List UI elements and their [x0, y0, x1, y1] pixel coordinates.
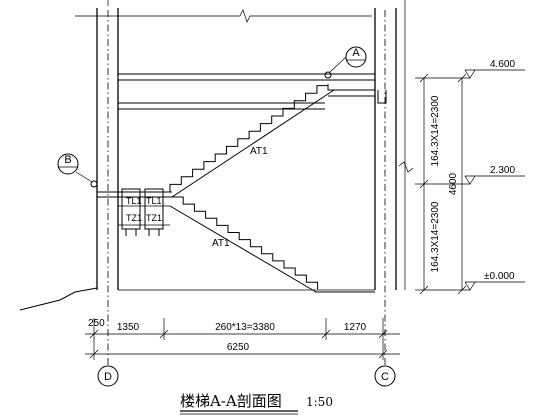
- detail-mark-label: B: [64, 154, 71, 166]
- axis-bubbles: D C: [97, 365, 396, 387]
- dim-lower-flight: 164.3X14=2300: [430, 201, 441, 272]
- stair-flights: [169, 85, 335, 293]
- top-landing: [327, 84, 387, 104]
- mid-landing: [97, 188, 172, 236]
- vertical-dimensions: 164.3X14=2300 164.3X14=2300 4600: [415, 73, 470, 295]
- dim-stair-run: 260*13=3380: [215, 322, 275, 333]
- flight-label-upper: AT1: [250, 146, 268, 157]
- dim-landing: 1350: [117, 322, 140, 333]
- ground: [19, 287, 375, 311]
- elevation-ground: ±0.000: [484, 271, 515, 282]
- scale-text: 1:50: [306, 395, 333, 409]
- elevation-top: 4.600: [490, 59, 515, 70]
- dim-total-height: 4600: [448, 172, 459, 195]
- elevation-mid: 2.300: [490, 165, 515, 176]
- beam-label-1: TL1: [126, 196, 142, 206]
- column-label-1: TZ1: [126, 213, 142, 223]
- axis-label-right: C: [381, 371, 389, 383]
- axis-label-left: D: [104, 371, 112, 383]
- upper-floor-slab: [118, 73, 375, 110]
- title-text: 楼梯A-A剖面图: [180, 392, 282, 410]
- dim-end: 1270: [344, 322, 367, 333]
- right-wall: [374, 0, 414, 365]
- drawing-title: 楼梯A-A剖面图 1:50: [180, 392, 333, 415]
- dim-edge: 250: [88, 318, 105, 329]
- column-label-2: TZ1: [146, 213, 162, 223]
- stair-flight-lower-soffit: [169, 205, 317, 293]
- section-mark-a: A: [324, 46, 367, 79]
- left-wall: [96, 0, 119, 365]
- dim-upper-flight: 164.3X14=2300: [430, 95, 441, 166]
- flight-label-lower: AT1: [212, 238, 230, 249]
- beam-label-2: TL1: [146, 196, 162, 206]
- dim-total-width: 6250: [227, 342, 250, 353]
- horizontal-dimensions: 250 1350 260*13=3380 1270 6250: [85, 318, 400, 360]
- section-mark-label: A: [352, 47, 360, 59]
- elevation-markers: 4.600 2.300 ±0.000: [464, 59, 525, 291]
- stair-flight-lower-steps: [172, 196, 319, 290]
- top-break-line: [75, 9, 372, 23]
- detail-mark-b: B: [57, 153, 98, 188]
- stair-flight-upper-soffit: [171, 89, 335, 198]
- stair-flight-upper-steps: [169, 85, 329, 192]
